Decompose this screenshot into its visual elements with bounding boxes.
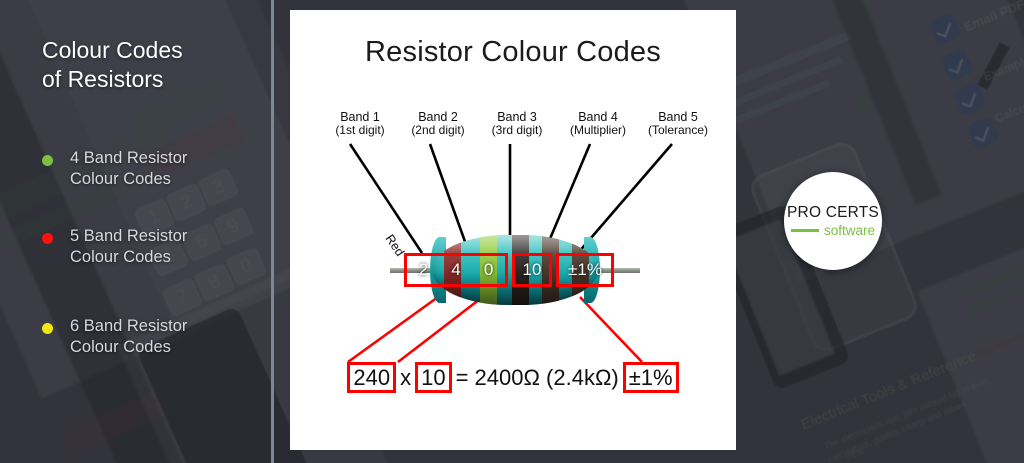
logo-secondary-row: software: [790, 223, 876, 238]
band-value-box-multiplier: 10: [512, 253, 552, 287]
vertical-divider: [271, 0, 274, 463]
logo-secondary-text: software: [823, 223, 876, 238]
sidebar: Colour Codes of Resistors 4 Band Resisto…: [0, 0, 272, 463]
bullet-dot-icon: [42, 155, 53, 166]
logo-rule-icon: [790, 229, 819, 232]
formula-multiplier: 10: [415, 362, 452, 394]
band-header-2: Band 2 (2nd digit): [411, 110, 465, 137]
page-title: Colour Codes of Resistors: [42, 36, 252, 95]
diagram-card: Resistor Colour Codes Band 1 (1st digit)…: [290, 10, 736, 450]
resistor-illustration: 2 4 0 10 ±1%: [390, 235, 640, 307]
resistor-body: [432, 235, 598, 305]
band-value-box-tolerance: ±1%: [556, 253, 614, 287]
formula-times: x: [400, 364, 412, 390]
band-digit-3: 0: [483, 260, 494, 279]
band-digit-2: 4: [451, 260, 461, 279]
bullet-dot-icon: [42, 323, 53, 334]
bullet-dot-icon: [42, 233, 53, 244]
resistor-lead-left: [390, 268, 438, 273]
page-title-line2: of Resistors: [42, 66, 164, 93]
band-digit-1: 2: [418, 260, 429, 279]
logo-primary-text: PRO CERTS: [787, 204, 879, 221]
resistor-lead-right: [592, 268, 640, 273]
leader-lines: [347, 143, 673, 364]
formula-value: 240: [347, 362, 397, 394]
band-multiplier-value: 10: [522, 260, 542, 279]
page-title-line1: Colour Codes: [42, 37, 183, 63]
band-value-box-digits: 2 4 0: [404, 253, 508, 287]
formula-result: = 2400Ω (2.4kΩ): [455, 364, 619, 390]
resistance-formula: 240 x 10 = 2400Ω (2.4kΩ) ±1%: [290, 362, 736, 394]
band-tolerance-value: ±1%: [568, 260, 602, 279]
band-header-1: Band 1 (1st digit): [335, 110, 385, 137]
band-header-4: Band 4 (Multiplier): [569, 110, 626, 137]
band-header-5: Band 5 (Tolerance): [647, 110, 709, 137]
diagram-title: Resistor Colour Codes: [365, 36, 661, 68]
formula-tolerance: ±1%: [622, 362, 679, 394]
brand-logo[interactable]: PRO CERTS software: [784, 172, 882, 270]
band-header-3: Band 3 (3rd digit): [491, 110, 543, 137]
